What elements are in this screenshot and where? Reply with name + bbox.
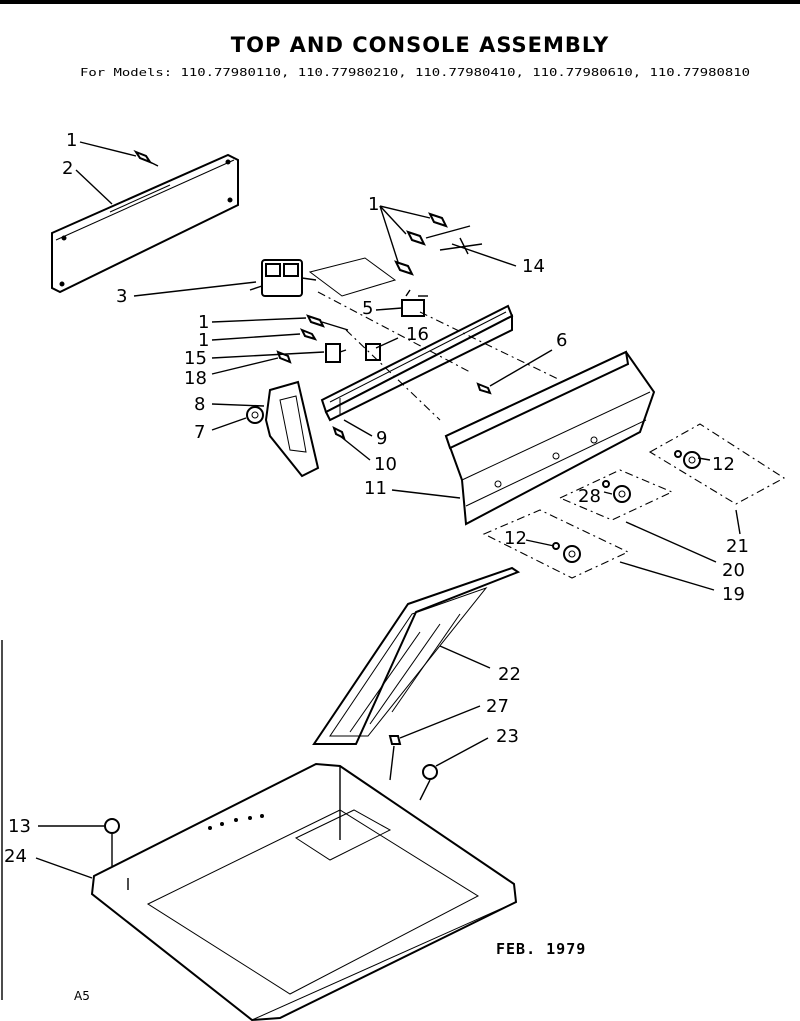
callout-13: 13 — [8, 816, 31, 837]
callout-21: 21 — [726, 536, 749, 557]
part-1-screw-a — [133, 149, 159, 167]
part-8-bracket — [264, 380, 320, 478]
part-14-harness — [394, 212, 483, 276]
callout-14: 14 — [522, 256, 545, 277]
callout-1b: 1 — [368, 194, 379, 215]
callout-20: 20 — [722, 560, 745, 581]
part-10-screw — [332, 426, 346, 440]
callout-labels: 1 2 1 14 3 5 1 16 1 6 15 18 8 7 9 10 11 … — [4, 130, 749, 867]
assembly-line-b — [345, 329, 441, 421]
callout-27: 27 — [486, 696, 509, 717]
callout-22: 22 — [498, 664, 521, 685]
part-1-screw-c — [306, 314, 349, 331]
part-22-lint-filter — [312, 566, 521, 745]
callout-3: 3 — [116, 286, 127, 307]
callout-11: 11 — [364, 478, 387, 499]
callout-1a: 1 — [66, 130, 77, 151]
callout-6: 6 — [556, 330, 567, 351]
part-5-switch — [401, 289, 428, 317]
callout-1d: 1 — [198, 330, 209, 351]
part-23-nut — [419, 764, 438, 801]
callout-7: 7 — [194, 422, 205, 443]
part-7-knob — [246, 406, 264, 424]
assembly-line-c — [419, 311, 561, 381]
part-27-screw — [388, 735, 402, 781]
part-24-top-panel — [90, 762, 518, 1021]
part-20-knob-assembly — [558, 469, 674, 521]
part-11-console — [444, 350, 656, 526]
callout-9: 9 — [376, 428, 387, 449]
part-1-screw-d — [299, 328, 318, 341]
callout-24: 24 — [4, 846, 27, 867]
callout-12b: 12 — [504, 528, 527, 549]
callout-8: 8 — [194, 394, 205, 415]
callout-5: 5 — [362, 298, 373, 319]
callout-18: 18 — [184, 368, 207, 389]
part-13-nut — [104, 818, 120, 866]
callout-16: 16 — [406, 324, 429, 345]
part-21-knob-assembly — [648, 423, 786, 505]
assembly-line-a — [317, 291, 471, 373]
part-19-knob-assembly — [482, 509, 630, 579]
diagram-code: A5 — [74, 989, 90, 1003]
callout-2: 2 — [62, 158, 73, 179]
callout-28: 28 — [578, 486, 601, 507]
callout-15: 15 — [184, 348, 207, 369]
leader-lines — [35, 141, 741, 879]
part-2-rear-panel — [51, 153, 239, 294]
part-6-screw — [476, 382, 492, 395]
callout-1c: 1 — [198, 312, 209, 333]
callout-10: 10 — [374, 454, 397, 475]
part-15-switch — [325, 343, 347, 363]
callout-23: 23 — [496, 726, 519, 747]
diagram-title: TOP AND CONSOLE ASSEMBLY — [231, 33, 609, 57]
part-9-rail — [320, 304, 514, 422]
top-border — [0, 0, 800, 4]
model-numbers: For Models: 110.77980110, 110.77980210, … — [80, 66, 750, 79]
callout-12a: 12 — [712, 454, 735, 475]
part-3-timer — [249, 257, 397, 297]
callout-19: 19 — [722, 584, 745, 605]
revision-date: FEB. 1979 — [496, 940, 586, 958]
